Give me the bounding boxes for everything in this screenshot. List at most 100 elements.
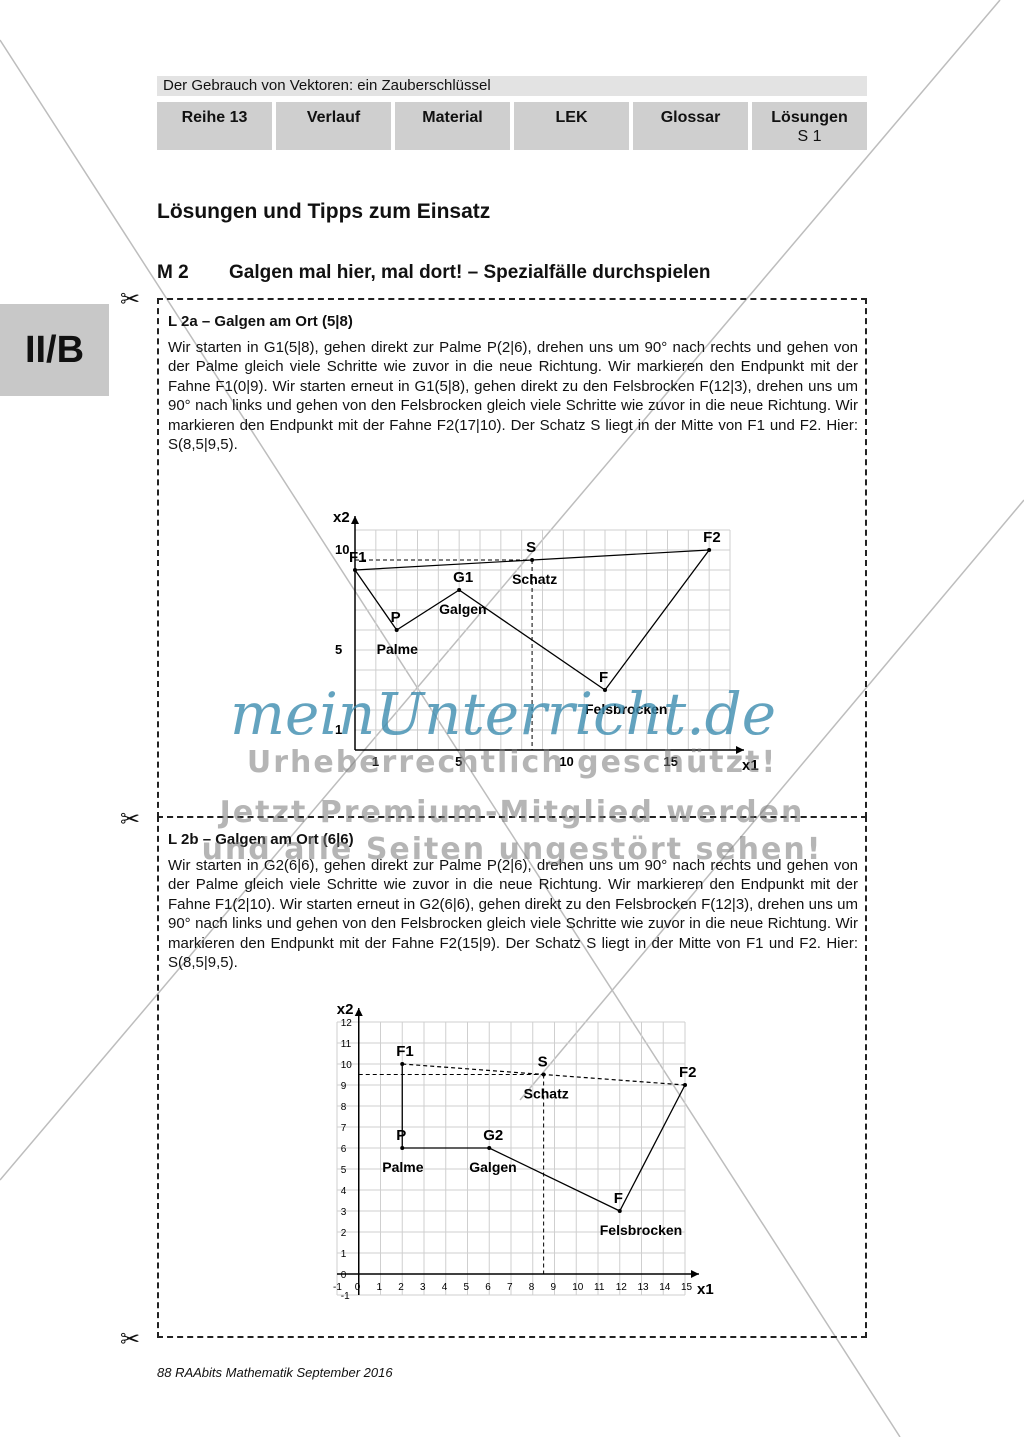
tab-glossar[interactable]: Glossar (633, 102, 748, 150)
point-label: P (391, 609, 401, 626)
y-tick-label: 8 (341, 1102, 347, 1113)
x-tick-label: 13 (638, 1282, 650, 1293)
point-marker (707, 548, 712, 552)
point-marker (457, 588, 462, 592)
header-title: Der Gebrauch von Vektoren: ein Zaubersch… (157, 76, 867, 96)
point-label: S (526, 539, 536, 556)
x-tick-label: -1 (333, 1282, 342, 1293)
point-marker (353, 568, 357, 572)
point-name: Palme (382, 1159, 423, 1175)
point-name: Schatz (512, 571, 557, 587)
x-tick-label: 4 (442, 1282, 448, 1293)
y-tick-label: 1 (335, 722, 342, 737)
point-label: F (599, 669, 608, 686)
y-tick-label: 2 (341, 1228, 347, 1239)
section-title: Galgen mal hier, mal dort! – Spezialfäll… (229, 262, 711, 283)
tab-loesungen-sub: S 1 (797, 128, 822, 145)
x-tick-label: 14 (659, 1282, 671, 1293)
x-axis-arrow (736, 746, 744, 754)
section-number: M 2 (157, 262, 189, 283)
point-marker (394, 628, 399, 632)
y-tick-label: 11 (341, 1039, 352, 1050)
x-tick-label: 8 (529, 1282, 535, 1293)
tab-lek[interactable]: LEK (514, 102, 629, 150)
x-tick-label: 15 (681, 1282, 693, 1293)
point-name: Felsbrocken (585, 701, 667, 717)
y-tick-label: 6 (341, 1144, 347, 1155)
point-label: F (614, 1190, 623, 1207)
x-tick-label: 5 (464, 1282, 470, 1293)
footer: 88 RAAbits Mathematik September 2016 (157, 1365, 393, 1380)
point-label: G2 (483, 1127, 503, 1144)
watermark-line-1: Urheberrechtlich geschützt! (246, 745, 778, 780)
y-tick-label: 10 (341, 1060, 353, 1071)
tab-verlauf[interactable]: Verlauf (276, 102, 391, 150)
x-axis-label: x1 (697, 1281, 714, 1298)
x-axis-arrow (691, 1270, 699, 1278)
point-marker (400, 1062, 405, 1066)
l2a-text: Wir starten in G1(5|8), gehen direkt zur… (168, 338, 858, 454)
scissors-icon: ✂ (120, 806, 141, 833)
point-label: G1 (453, 569, 473, 586)
y-tick-label: 5 (335, 642, 342, 657)
y-tick-label: 0 (341, 1270, 347, 1281)
watermark-line-3: und alle Seiten ungestört sehen! (201, 832, 823, 867)
watermark-logo: meinUnterricht.de (230, 680, 777, 748)
y-axis-arrow (351, 516, 359, 524)
y-axis-label: x2 (333, 509, 350, 526)
point-label: F1 (396, 1043, 414, 1060)
x-axis-label: x1 (742, 757, 759, 774)
x-tick-label: 10 (572, 1282, 584, 1293)
point-name: Galgen (439, 601, 486, 617)
point-name: Galgen (469, 1159, 516, 1175)
x-tick-label: 3 (420, 1282, 426, 1293)
x-tick-label: 15 (664, 754, 678, 769)
l2b-section: L 2b – Galgen am Ort (6|6) Wir starten i… (168, 830, 858, 973)
point-name: Palme (377, 641, 418, 657)
watermark-line-2: Jetzt Premium-Mitglied werden (219, 795, 805, 830)
point-label: F2 (679, 1064, 697, 1081)
y-tick-label: 9 (341, 1081, 347, 1092)
x-tick-label: 5 (455, 754, 462, 769)
x-tick-label: 6 (485, 1282, 491, 1293)
x-tick-label: 12 (616, 1282, 628, 1293)
x-tick-label: 2 (398, 1282, 404, 1293)
point-name: Schatz (524, 1086, 569, 1102)
point-marker (487, 1146, 492, 1150)
x-tick-label: 7 (507, 1282, 513, 1293)
point-marker (617, 1209, 622, 1213)
scissors-icon: ✂ (120, 1326, 141, 1353)
scissors-icon: ✂ (120, 286, 141, 313)
solution-box-2b (157, 816, 867, 1338)
y-tick-label: 4 (341, 1186, 347, 1197)
tab-loesungen-label: Lösungen (771, 109, 848, 126)
point-marker (400, 1146, 405, 1150)
x-tick-label: 0 (355, 1282, 361, 1293)
y-tick-label: 12 (341, 1018, 353, 1029)
point-label: P (396, 1127, 406, 1144)
y-tick-label: 5 (341, 1165, 347, 1176)
point-label: F1 (349, 549, 367, 566)
point-name: Felsbrocken (600, 1222, 682, 1238)
point-marker (541, 1072, 546, 1077)
y-axis-arrow (354, 1008, 363, 1016)
y-axis-label: x2 (337, 1001, 354, 1018)
x-tick-label: 1 (372, 754, 379, 769)
l2b-heading: L 2b – Galgen am Ort (6|6) (168, 831, 354, 848)
l2a-heading: L 2a – Galgen am Ort (5|8) (168, 313, 353, 330)
x-tick-label: 1 (377, 1282, 383, 1293)
tab-material[interactable]: Material (395, 102, 510, 150)
y-tick-label: 7 (341, 1123, 347, 1134)
point-label: F2 (703, 529, 721, 546)
nav-tabs: Reihe 13 Verlauf Material LEK Glossar Lö… (157, 102, 867, 150)
x-tick-label: 9 (551, 1282, 557, 1293)
point-marker (683, 1083, 687, 1087)
tab-loesungen[interactable]: Lösungen S 1 (752, 102, 867, 150)
l2a-section: L 2a – Galgen am Ort (5|8) Wir starten i… (168, 312, 858, 455)
tab-reihe[interactable]: Reihe 13 (157, 102, 272, 150)
y-tick-label: 10 (335, 542, 349, 557)
y-tick-label: -1 (341, 1291, 350, 1302)
point-marker (530, 558, 535, 562)
section-badge: II/B (0, 304, 109, 396)
